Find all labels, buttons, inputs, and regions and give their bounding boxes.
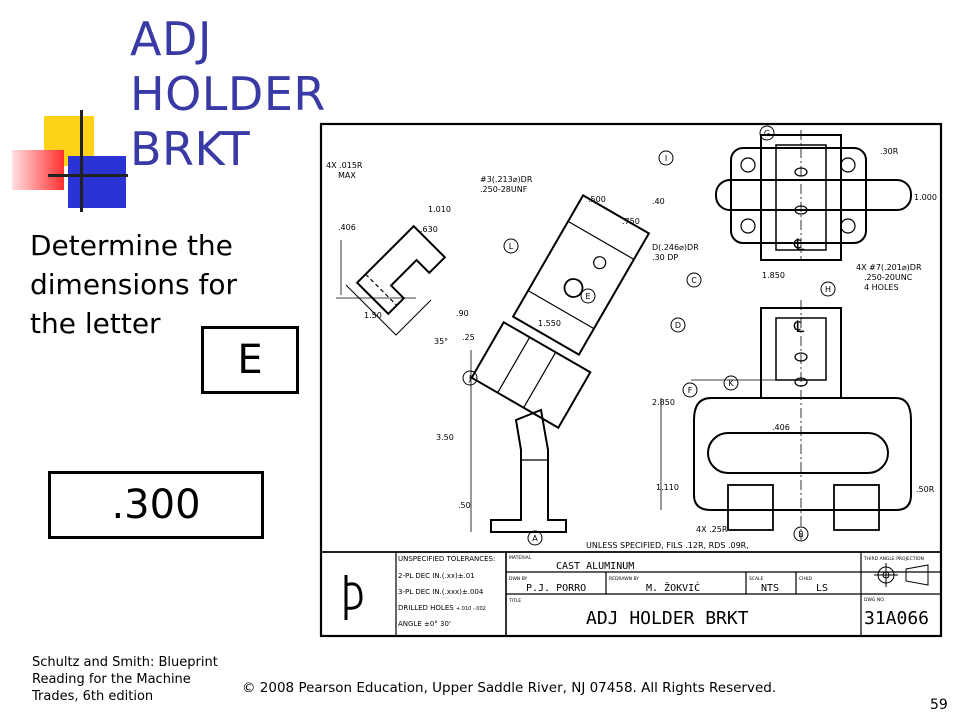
dim-25r: 4X .25R — [696, 525, 728, 534]
dim-hole-c: 4X #7(.201⌀)DR — [856, 263, 922, 272]
centerline-symbols: ℄ ℄ — [793, 235, 805, 336]
dim-thread-a: .250-28UNF — [480, 185, 528, 194]
dim-1550: 1.550 — [538, 319, 561, 328]
dim-1000: 1.000 — [914, 193, 937, 202]
title-line-2: HOLDER — [130, 67, 326, 121]
tb-dwg-label: DWG NO. — [864, 597, 885, 603]
tb-tol-drill-val: +.010 -.002 — [456, 606, 486, 612]
dim-holes4: 4 HOLES — [864, 283, 899, 292]
dim-630: .630 — [420, 225, 438, 234]
publisher-logo-icon — [344, 575, 363, 620]
dim-note: UNLESS SPECIFIED, FILS .12R, RDS .09R, — [586, 541, 749, 550]
answer-box: .300 — [48, 471, 264, 539]
dim-hole-b: D(.246⌀)DR — [652, 243, 699, 252]
callout-f: F — [688, 386, 693, 395]
callout-h: H — [825, 285, 831, 294]
dim-1850: 1.850 — [762, 271, 785, 280]
tb-dwg: 31A066 — [864, 608, 929, 629]
callout-l: L — [509, 242, 514, 251]
callout-c: C — [691, 276, 697, 285]
tb-title-label: TITLE — [508, 598, 521, 604]
tb-title: ADJ HOLDER BRKT — [586, 608, 749, 629]
blueprint-drawing: A B C D E F G H I J K L 4X .015R MAX 1.0… — [319, 122, 943, 638]
tb-chkd-label: CHKD — [799, 576, 812, 582]
svg-text:℄: ℄ — [793, 317, 805, 336]
tb-scale-label: SCALE — [749, 576, 764, 582]
callout-b: B — [798, 530, 804, 539]
dim-depth-b: .30 DP — [652, 253, 678, 262]
dim-1110: 1.110 — [656, 483, 679, 492]
tb-dwn: P.J. PORRO — [526, 583, 586, 594]
dim-150: 1.50 — [364, 311, 382, 320]
tb-tol-head: UNSPECIFIED TOLERANCES: — [398, 555, 495, 563]
tb-material: CAST ALUMINUM — [556, 561, 634, 572]
tb-dwn-label: DWN BY — [509, 576, 528, 582]
dim-50b: .50 — [458, 501, 471, 510]
dim-thread-c: .250-20UNC — [864, 273, 913, 282]
callout-i: I — [665, 154, 667, 163]
tb-redrawn: M. ŽOKVIĆ — [646, 581, 700, 594]
tb-tol-3pl: 3-PL DEC IN.(.xxx)±.004 — [398, 588, 484, 596]
citation-text: Schultz and Smith: Blueprint Reading for… — [32, 655, 218, 704]
tb-material-label: MATERIAL — [509, 555, 532, 561]
dim-90: .90 — [456, 309, 469, 318]
dim-750: .750 — [622, 217, 640, 226]
callout-j: J — [468, 374, 471, 383]
slide-title: ADJ HOLDER BRKT — [130, 12, 326, 177]
callout-a: A — [532, 534, 538, 543]
tb-chkd: LS — [816, 583, 828, 594]
callout-e: E — [585, 292, 590, 301]
dim-hole-a: #3(.213⌀)DR — [480, 175, 533, 184]
callout-k: K — [728, 379, 734, 388]
tb-tol-angle: ANGLE ±0° 30' — [398, 620, 451, 628]
callout-d: D — [675, 321, 681, 330]
tb-scale: NTS — [761, 583, 779, 594]
dim-50r: .50R — [916, 485, 935, 494]
tb-redrawn-label: REDRAWN BY — [609, 576, 639, 582]
letter-box: E — [201, 326, 299, 394]
dim-015r: 4X .015R — [326, 161, 363, 170]
title-line-3: BRKT — [130, 122, 251, 176]
copyright-text: © 2008 Pearson Education, Upper Saddle R… — [242, 680, 777, 696]
dim-30r: .30R — [880, 147, 899, 156]
dim-max: MAX — [338, 171, 356, 180]
projection-symbol — [874, 563, 929, 587]
dim-1010: 1.010 — [428, 205, 451, 214]
page-number: 59 — [930, 697, 948, 713]
question-text: Determine the dimensions for the letter — [30, 229, 238, 340]
dim-406a: .406 — [338, 223, 356, 232]
dim-35: 35° — [434, 337, 448, 346]
dim-25: .25 — [462, 333, 475, 342]
dim-2850: 2.850 — [652, 398, 675, 407]
dim-350: 3.50 — [436, 433, 454, 442]
callout-g: G — [764, 129, 770, 138]
title-line-1: ADJ — [130, 12, 212, 66]
tb-tol-drill: DRILLED HOLES — [398, 604, 454, 612]
dim-40: .40 — [652, 197, 665, 206]
tb-tol-2pl: 2-PL DEC IN.(.xx)±.01 — [398, 572, 475, 580]
svg-text:℄: ℄ — [793, 235, 805, 254]
tb-projection: THIRD ANGLE PROJECTION — [863, 556, 924, 562]
dim-406b: .406 — [772, 423, 790, 432]
dim-500a: .500 — [588, 195, 606, 204]
decorative-logo — [10, 110, 130, 220]
